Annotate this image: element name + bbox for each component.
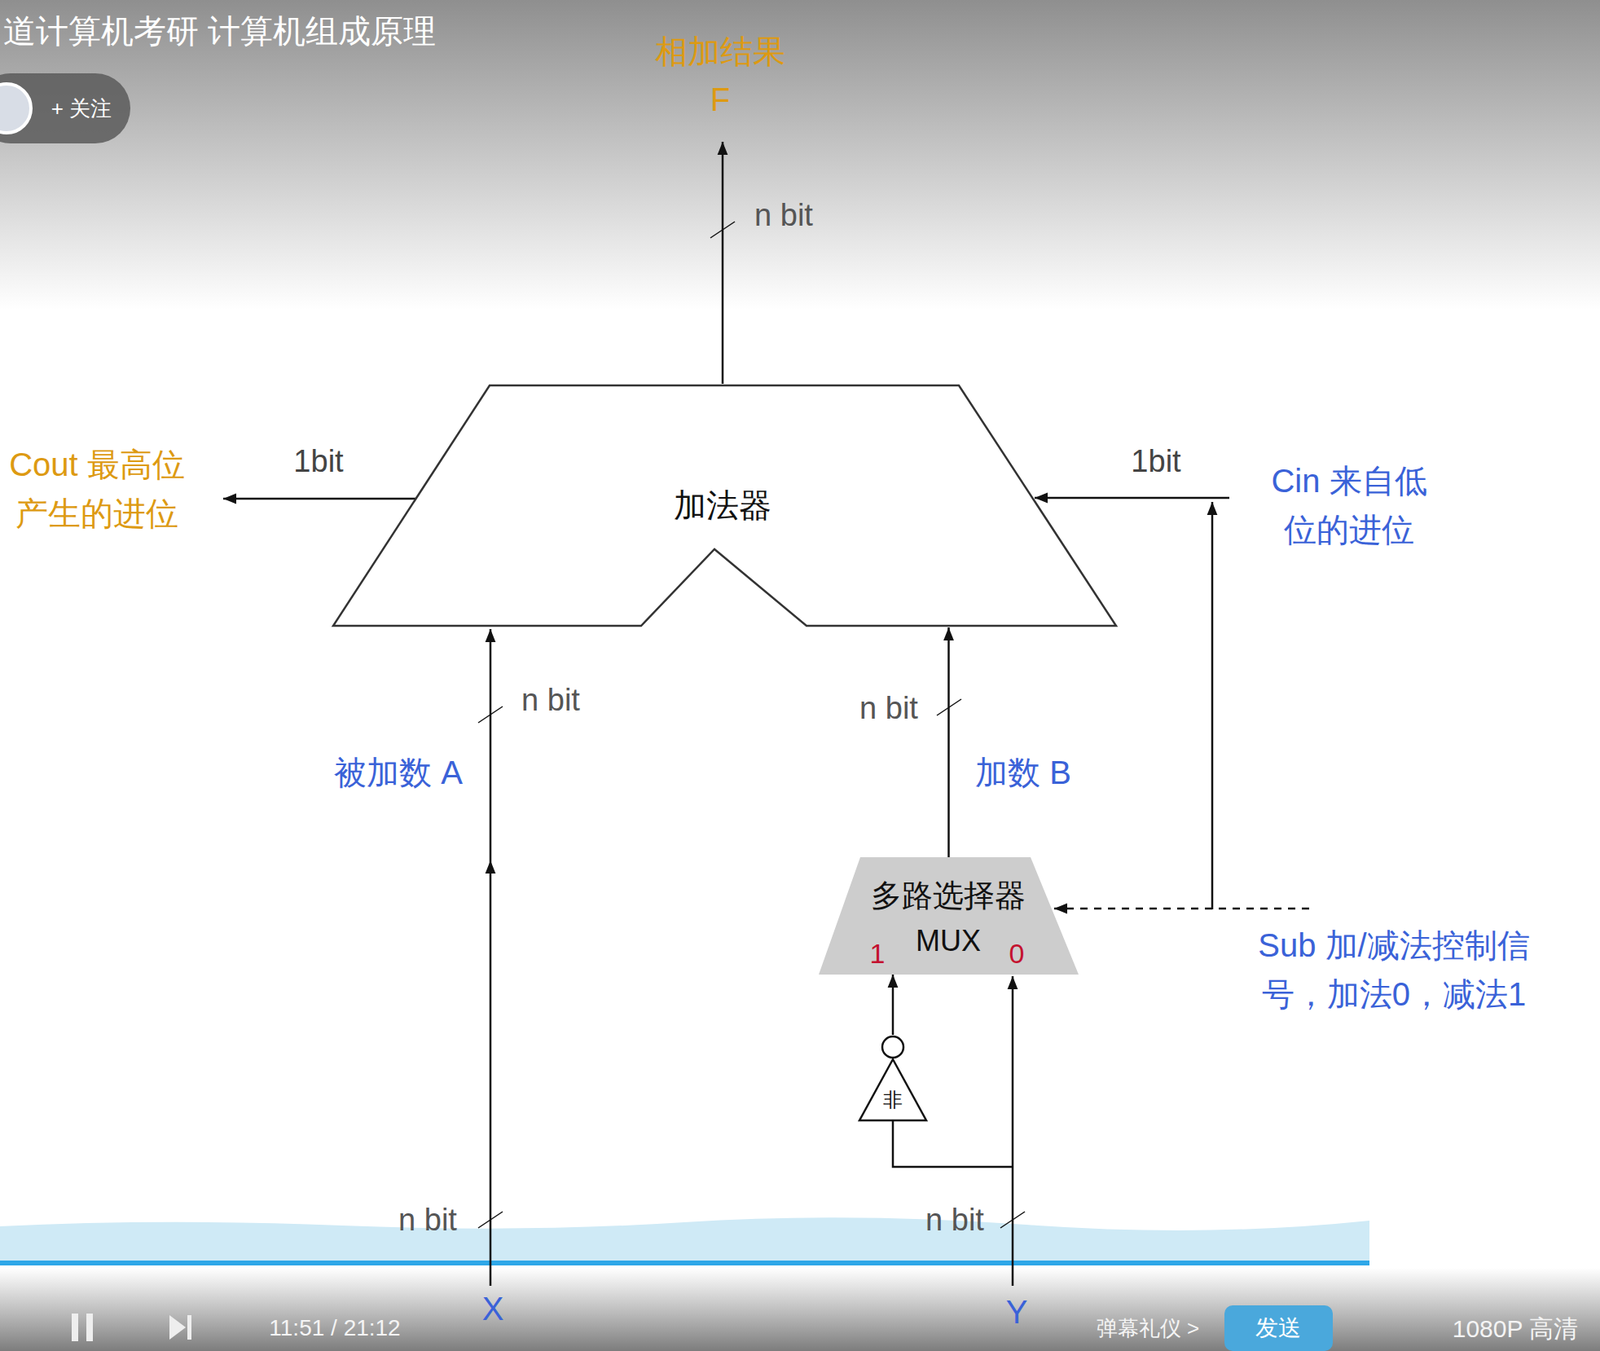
follow-button: + 关注 [51, 92, 112, 125]
follow-pill [0, 73, 131, 144]
bus-width: 1bit [1130, 438, 1181, 485]
signal-note: Cout 最高位 产生的进位 [5, 439, 190, 538]
mux-outline [818, 857, 1079, 975]
gate-label: 非 [883, 1088, 903, 1113]
signal-note: Cin 来自低 位的进位 [1261, 456, 1438, 554]
player-control: 1080P 高清 [1452, 1309, 1579, 1347]
output-name: 相加结果 [654, 26, 786, 76]
bus-width: n bit [925, 1196, 985, 1244]
pause-icon [86, 1313, 93, 1341]
next-icon [169, 1314, 186, 1340]
subtitle-band [0, 1217, 1370, 1262]
bus-slash [478, 1211, 503, 1228]
bus-width: n bit [521, 676, 581, 724]
send-button [1224, 1305, 1333, 1351]
signal-name: 被加数 A [334, 747, 463, 797]
not-gate: 非 [855, 1034, 931, 1123]
adder-block: 加法器 [331, 383, 1118, 628]
input-name: X [482, 1283, 505, 1333]
mux-label: MUX [915, 923, 981, 959]
mux-label: 多路选择器 [870, 877, 1026, 915]
progress-bar [0, 1260, 1370, 1266]
mux-block: 多路选择器 MUX 1 0 [818, 857, 1079, 975]
signal-wire [947, 627, 950, 858]
not-gate-body [859, 1059, 927, 1121]
not-gate-bubble [882, 1036, 904, 1058]
pause-icon [71, 1313, 79, 1341]
input-name: Y [1006, 1287, 1029, 1337]
signal-wire [892, 974, 895, 1035]
cin-wire [1034, 496, 1230, 500]
sum-wire [721, 141, 725, 384]
bus-width: 1bit [293, 438, 343, 485]
sub-control-wire [1054, 907, 1310, 910]
control-shade [0, 1267, 1600, 1351]
player-control: 发送 [1255, 1310, 1302, 1346]
adder-label: 加法器 [673, 485, 772, 525]
bus-width: n bit [398, 1196, 458, 1244]
signal-note: Sub 加/减法控制信 号，加法0，减法1 [1247, 920, 1541, 1019]
adder-outline [333, 385, 1117, 626]
next-icon [187, 1314, 192, 1340]
avatar [0, 83, 31, 133]
cin-riser [1211, 501, 1214, 910]
x-wire [489, 860, 493, 1286]
bus-slash [1000, 1211, 1025, 1228]
wires [223, 141, 1310, 1286]
header-shade [0, 0, 1600, 310]
bus-slash [478, 706, 503, 723]
video-time: 11:51 / 21:12 [268, 1310, 400, 1346]
y-wire [1011, 975, 1015, 1286]
bus-width: n bit [859, 685, 919, 732]
signal-name: 加数 B [975, 747, 1072, 797]
port-number: 1 [870, 936, 886, 971]
y-branch-wire [892, 1120, 1013, 1167]
bus-slash [710, 221, 735, 238]
player-control: 弹幕礼仪 > [1096, 1312, 1200, 1345]
signal-name: F [710, 74, 730, 124]
a-wire [489, 628, 493, 861]
video-title: 道计算机考研 计算机组成原理 [3, 6, 436, 56]
port-number: 0 [1009, 936, 1025, 971]
cout-wire [223, 497, 416, 501]
bus-width: n bit [754, 192, 814, 239]
